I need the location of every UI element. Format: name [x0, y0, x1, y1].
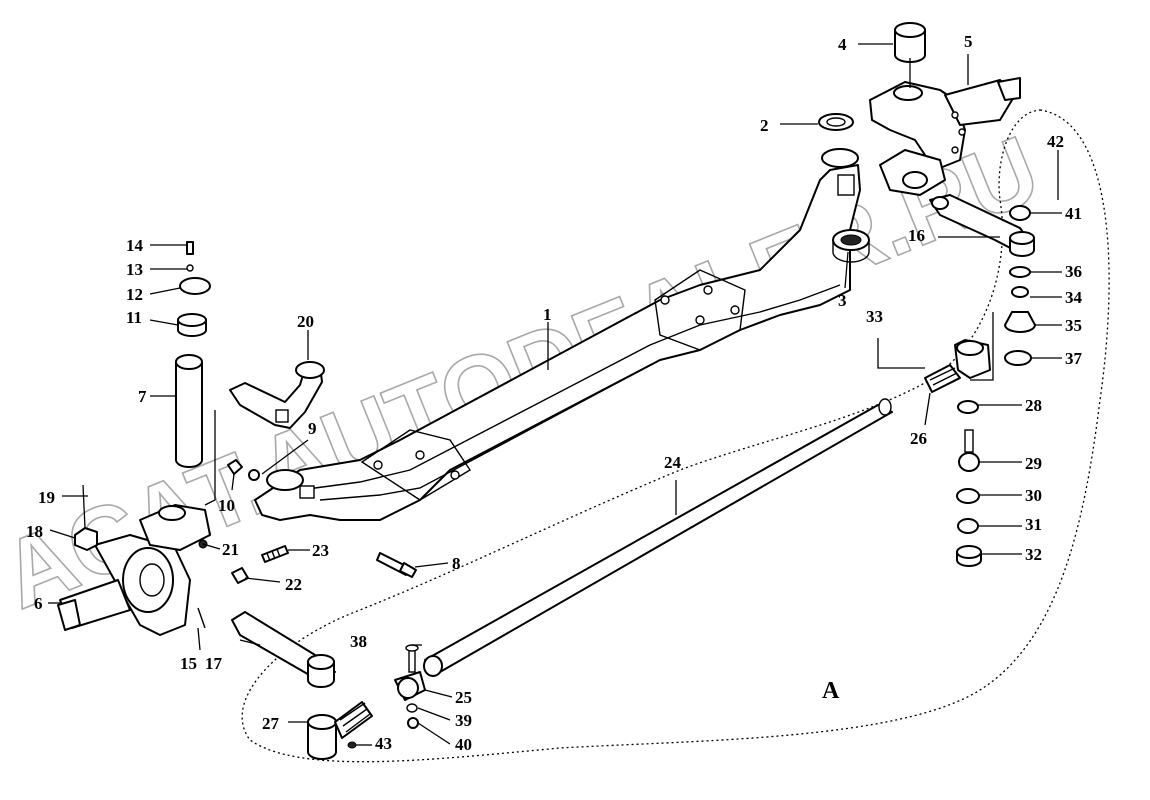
seat-part-30	[956, 488, 980, 504]
washer-part-9	[248, 469, 260, 481]
bolt-part-8	[376, 552, 417, 578]
callout-1: 1	[543, 305, 552, 324]
callout-30: 30	[1025, 486, 1042, 505]
nut-part-10	[227, 459, 243, 475]
callout-37: 37	[1065, 349, 1083, 368]
callout-41: 41	[1065, 204, 1082, 223]
ball-pin-part-29	[958, 429, 980, 472]
washer-part-28	[957, 400, 979, 414]
bearing-part-3	[832, 229, 870, 263]
bolt-part-14	[186, 241, 194, 255]
callout-8: 8	[452, 554, 461, 573]
cover-part-12	[179, 277, 211, 295]
drop-arm-part-20	[229, 361, 325, 429]
callout-27: 27	[262, 714, 280, 733]
callout-24: 24	[664, 453, 682, 472]
callout-23: 23	[312, 541, 329, 560]
callout-13: 13	[126, 260, 143, 279]
group-label-a: A	[822, 678, 840, 704]
callout-15: 15	[180, 654, 197, 673]
callout-33: 33	[866, 307, 883, 326]
callout-26: 26	[910, 429, 927, 448]
right-knuckle-part-5	[869, 77, 1021, 196]
boot-part-35	[1004, 311, 1036, 333]
pin-part-19	[82, 484, 86, 529]
callout-9: 9	[308, 419, 317, 438]
callout-32: 32	[1025, 545, 1042, 564]
callout-29: 29	[1025, 454, 1042, 473]
kingpin-part-7	[175, 354, 203, 468]
right-tie-rod-end	[924, 339, 991, 393]
callout-17: 17	[205, 654, 223, 673]
callout-4: 4	[838, 35, 847, 54]
grease-fitting-part-22	[231, 567, 249, 584]
callout-5: 5	[964, 32, 973, 51]
callout-3: 3	[838, 291, 847, 310]
callout-12: 12	[126, 285, 143, 304]
ball-joint-part-27	[307, 701, 373, 760]
callout-40: 40	[455, 735, 472, 754]
callout-35: 35	[1065, 316, 1082, 335]
spring-pin-part-23	[261, 545, 289, 563]
washer-part-13	[186, 264, 194, 272]
callout-38: 38	[350, 632, 367, 651]
callout-18: 18	[26, 522, 43, 541]
cap-part-4	[894, 22, 926, 63]
left-knuckle-part-6	[57, 504, 211, 636]
callout-10: 10	[218, 496, 235, 515]
callout-14: 14	[126, 236, 144, 255]
callout-6: 6	[34, 594, 43, 613]
callout-34: 34	[1065, 288, 1083, 307]
ring-part-37	[1004, 350, 1032, 366]
callout-16: 16	[908, 226, 925, 245]
ring-part-36	[1009, 266, 1031, 278]
spring-part-31	[957, 518, 979, 534]
nut-part-41	[1009, 205, 1031, 221]
callout-43: 43	[375, 734, 392, 753]
callout-labels: 1 2 3 4 5 6 7 8 9 10 11 12 13 14 15 16 1…	[26, 32, 1083, 754]
steering-link-part-17	[231, 611, 336, 688]
axle-beam	[254, 148, 861, 521]
callout-31: 31	[1025, 515, 1042, 534]
callout-39: 39	[455, 711, 472, 730]
callout-25: 25	[455, 688, 472, 707]
callout-42: 42	[1047, 132, 1064, 151]
callout-11: 11	[126, 308, 142, 327]
pin-part-15	[197, 607, 206, 629]
callout-28: 28	[1025, 396, 1042, 415]
callout-21: 21	[222, 540, 239, 559]
tie-rod-part-24	[423, 398, 893, 677]
callout-19: 19	[38, 488, 55, 507]
callout-36: 36	[1065, 262, 1082, 281]
callout-22: 22	[285, 575, 302, 594]
leader-lines	[48, 43, 1062, 746]
washer-part-34	[1011, 286, 1029, 298]
left-tie-rod-end	[394, 644, 426, 729]
callout-7: 7	[138, 387, 147, 406]
callout-2: 2	[760, 116, 769, 135]
callout-20: 20	[297, 312, 314, 331]
